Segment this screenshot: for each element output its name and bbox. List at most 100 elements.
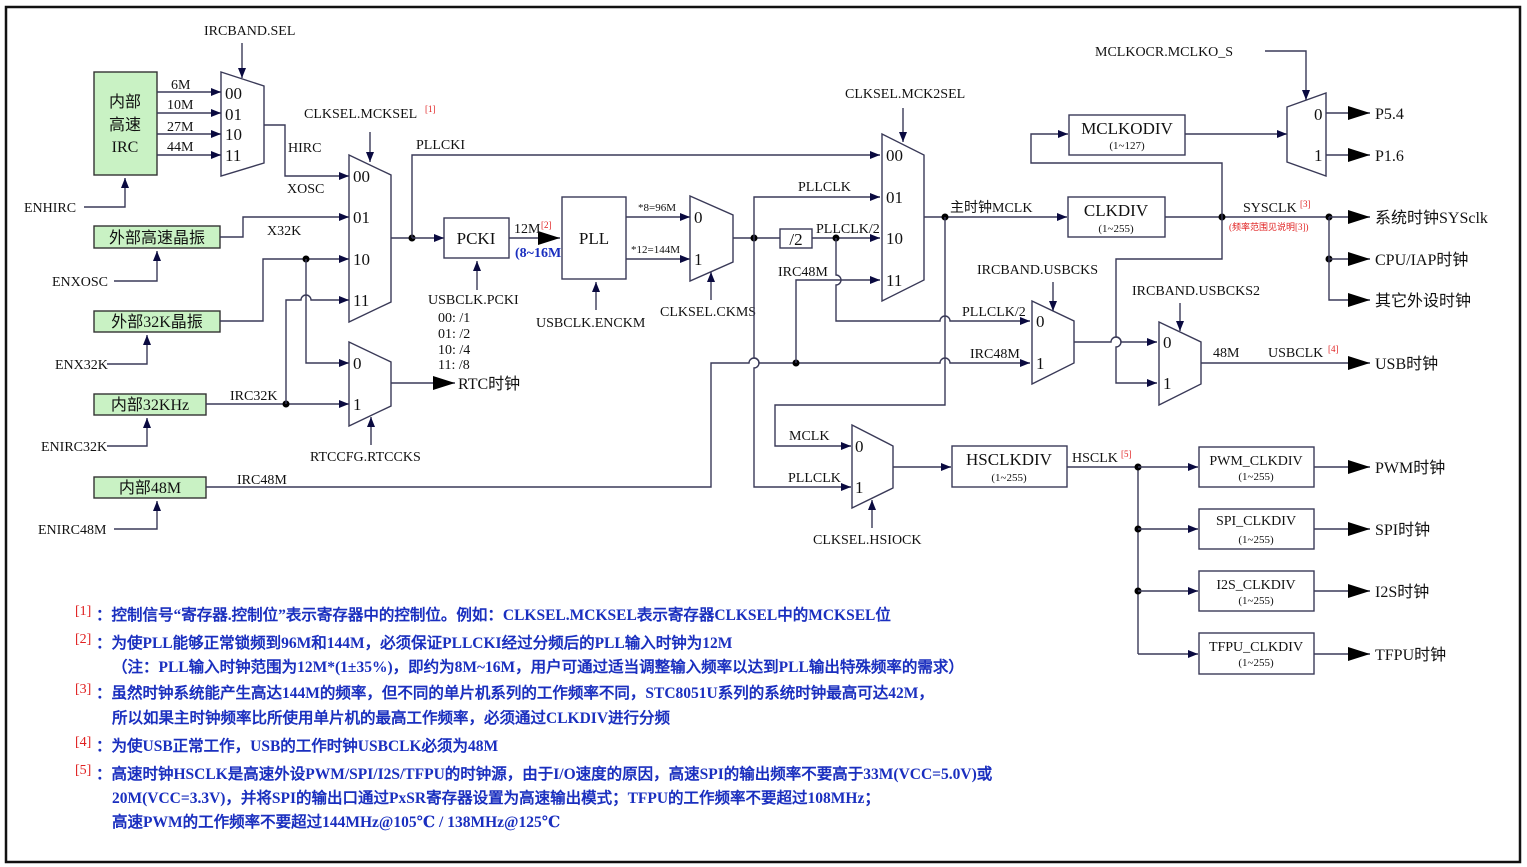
mux-input-label: 0 (694, 208, 703, 227)
mux-usbcks2: 0 1 (1158, 320, 1202, 407)
note-ref: [4] (75, 735, 91, 750)
footnotes: [1] ：控制信号“寄存器.控制位”表示寄存器中的控制位。例如：CLKSEL.M… (75, 604, 993, 831)
block-range: (1~127) (1109, 140, 1145, 152)
sysclk-note: (频率范围见说明[3]) (1229, 221, 1309, 232)
note-line: ：控制信号“寄存器.控制位”表示寄存器中的控制位。例如：CLKSEL.MCKSE… (96, 605, 891, 624)
block-pll (561, 196, 627, 280)
note-ref: [2] (75, 632, 91, 647)
wire-pllcki (411, 151, 880, 238)
wire-pllclk2-usbcks (835, 238, 1030, 325)
output-p16: P1.6 (1375, 148, 1404, 165)
block-label: CLKDIV (1084, 201, 1149, 220)
mux-mck2sel: 00 01 10 11 (881, 132, 925, 303)
mux-mcksel: 00 01 10 11 (348, 153, 392, 324)
control-usbcks2: IRCBAND.USBCKS2 (1132, 284, 1260, 299)
freq-label: 6M (171, 78, 191, 93)
block-label: MCLKODIV (1081, 119, 1173, 138)
mux-input-label: 01 (886, 188, 903, 207)
output-other-peripheral-clock: 其它外设时钟 (1375, 292, 1471, 310)
control-mcksel: CLKSEL.MCKSEL (304, 107, 417, 122)
demux-mclko: 0 1 (1286, 92, 1327, 177)
pcki-option: 00: /1 (438, 311, 470, 326)
signal-label-pllcki: PLLCKI (416, 138, 465, 153)
mux-input-label: 0 (1163, 333, 1172, 352)
wire-usbcks-out (1074, 336, 1157, 346)
signal-label-sysclk: SYSCLK (1243, 201, 1297, 216)
block-pcki (443, 217, 510, 259)
block-range: (1~255) (1238, 534, 1274, 546)
enable-enxosc: ENXOSC (52, 275, 108, 290)
block-label: 内部48M (119, 479, 181, 497)
signal-label-usbclk: USBCLK (1268, 346, 1323, 361)
mux-input-label: 1 (1163, 374, 1172, 393)
mux-input-label: 0 (855, 437, 864, 456)
control-ckms: CLKSEL.CKMS (660, 305, 756, 320)
signal-label-hirc: HIRC (288, 141, 321, 156)
wire-irc48m (206, 357, 1030, 488)
control-usbclk-pcki: USBCLK.PCKI (428, 293, 519, 308)
note-line: 20M(VCC=3.3V)，并将SPI的输出口通过PxSR寄存器设置为高速输出模… (112, 788, 880, 807)
mux-output-label: 0 (1314, 105, 1323, 124)
signal-label-x12: *12=144M (631, 244, 680, 256)
mux-input-label: 11 (225, 146, 241, 165)
enable-enirc48m: ENIRC48M (38, 523, 107, 538)
signal-label-x32k: X32K (267, 224, 301, 239)
wire-out-other (1328, 259, 1370, 307)
enable-wire (114, 251, 161, 282)
mux-input-label: 00 (886, 146, 903, 165)
mux-input-label: 01 (353, 208, 370, 227)
note-line: ：高速时钟HSCLK是高速外设PWM/SPI/I2S/TFPU的时钟源，由于I/… (96, 764, 993, 783)
note-ref: [1] (75, 604, 91, 619)
mux-input-label: 11 (886, 271, 902, 290)
block-range: (1~255) (1238, 595, 1274, 607)
mux-input-label: 00 (353, 167, 370, 186)
mux-usbcks: 0 1 (1031, 299, 1075, 386)
mux-input-label: 00 (225, 84, 242, 103)
block-label: 高速 (109, 116, 141, 134)
wire-irc32k-mcksel (285, 294, 349, 404)
mux-ckms: 0 1 (689, 194, 734, 283)
wire-pllclk-mck2sel (753, 193, 880, 238)
enable-wire (114, 501, 161, 530)
wire-irc48m-mck2sel (795, 276, 880, 363)
output-rtc-clock: RTC时钟 (458, 375, 520, 393)
control-hsiock: CLKSEL.HSIOCK (813, 533, 922, 548)
enable-enx32k: ENX32K (55, 358, 108, 373)
wire-x32k (220, 255, 349, 322)
ref-mark: [4] (1328, 344, 1339, 354)
block-label: 外部32K晶振 (111, 313, 203, 331)
control-mclko-s: MCLKOCR.MCLKO_S (1095, 45, 1233, 60)
signal-label-main-mclk: 主时钟MCLK (950, 199, 1032, 216)
mux-input-label: 1 (353, 395, 362, 414)
ref-mark: [1] (425, 104, 436, 114)
wire-mclk-hsiock (774, 217, 946, 450)
control-rtccks: RTCCFG.RTCCKS (310, 450, 421, 465)
signal-label-pllclk: PLLCLK (798, 180, 851, 195)
control-enckm: USBCLK.ENCKM (536, 316, 646, 331)
signal-label-pllclk2: PLLCLK/2 (816, 222, 880, 237)
block-pwm-clkdiv: PWM_CLKDIV (1~255) (1198, 446, 1315, 488)
block-label: PLL (579, 229, 609, 248)
block-label: /2 (789, 230, 802, 249)
wire-xosc (220, 213, 349, 238)
note-line: ：为使USB正常工作，USB的工作时钟USBCLK必须为48M (96, 736, 499, 755)
block-label: HSCLKDIV (966, 450, 1053, 469)
block-tfpu-clkdiv: TFPU_CLKDIV (1~255) (1198, 632, 1315, 675)
block-hsclkdiv (951, 445, 1068, 488)
ref-mark: [2] (541, 220, 552, 230)
ref-mark: [3] (1300, 199, 1311, 209)
output-tfpu-clock: TFPU时钟 (1375, 646, 1446, 664)
block-label: IRC (112, 139, 139, 156)
output-p54: P5.4 (1375, 106, 1404, 123)
block-internal-hs-irc: 内部 高速 IRC (93, 71, 158, 176)
block-range: (1~255) (991, 472, 1027, 484)
block-external-32k-crystal: 外部32K晶振 (93, 310, 221, 333)
output-spi-clock: SPI时钟 (1375, 521, 1430, 539)
signal-label-mclk: MCLK (789, 429, 829, 444)
frame-border (4, 5, 1522, 864)
block-range: (1~255) (1238, 471, 1274, 483)
block-label: I2S_CLKDIV (1216, 578, 1295, 593)
note-ref: [5] (75, 763, 91, 778)
note-line: 所以如果主时钟频率比所使用单片机的最高工作频率，必须通过CLKDIV进行分频 (112, 708, 671, 727)
note-ref: [3] (75, 682, 91, 697)
